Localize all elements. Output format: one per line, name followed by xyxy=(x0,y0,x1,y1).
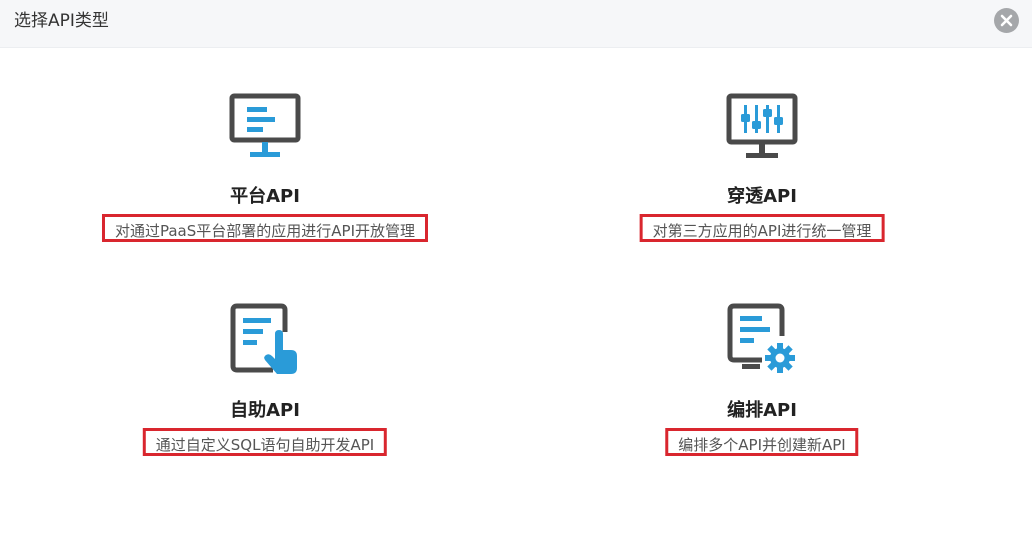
monitor-sliders-icon xyxy=(722,92,802,168)
close-icon xyxy=(1000,14,1013,27)
card-self-service-api[interactable]: 自助API 通过自定义SQL语句自助开发API xyxy=(35,300,495,465)
dialog-header: 选择API类型 xyxy=(0,0,1032,48)
card-passthrough-api[interactable]: 穿透API 对第三方应用的API进行统一管理 xyxy=(532,90,992,250)
card-description: 对第三方应用的API进行统一管理 xyxy=(639,214,885,242)
card-description: 对通过PaaS平台部署的应用进行API开放管理 xyxy=(101,214,429,242)
card-title: 编排API xyxy=(727,400,797,421)
document-gear-icon xyxy=(722,302,802,378)
card-title: 穿透API xyxy=(727,186,797,207)
card-description: 通过自定义SQL语句自助开发API xyxy=(142,428,388,456)
card-title: 自助API xyxy=(230,400,300,421)
card-platform-api[interactable]: 平台API 对通过PaaS平台部署的应用进行API开放管理 xyxy=(35,90,495,250)
close-button[interactable] xyxy=(994,8,1019,33)
document-hand-icon xyxy=(225,302,305,378)
card-description: 编排多个API并创建新API xyxy=(665,428,859,456)
monitor-icon xyxy=(225,92,305,168)
dialog-title: 选择API类型 xyxy=(14,11,109,31)
card-title: 平台API xyxy=(230,186,300,207)
card-orchestration-api[interactable]: 编排API 编排多个API并创建新API xyxy=(532,300,992,465)
